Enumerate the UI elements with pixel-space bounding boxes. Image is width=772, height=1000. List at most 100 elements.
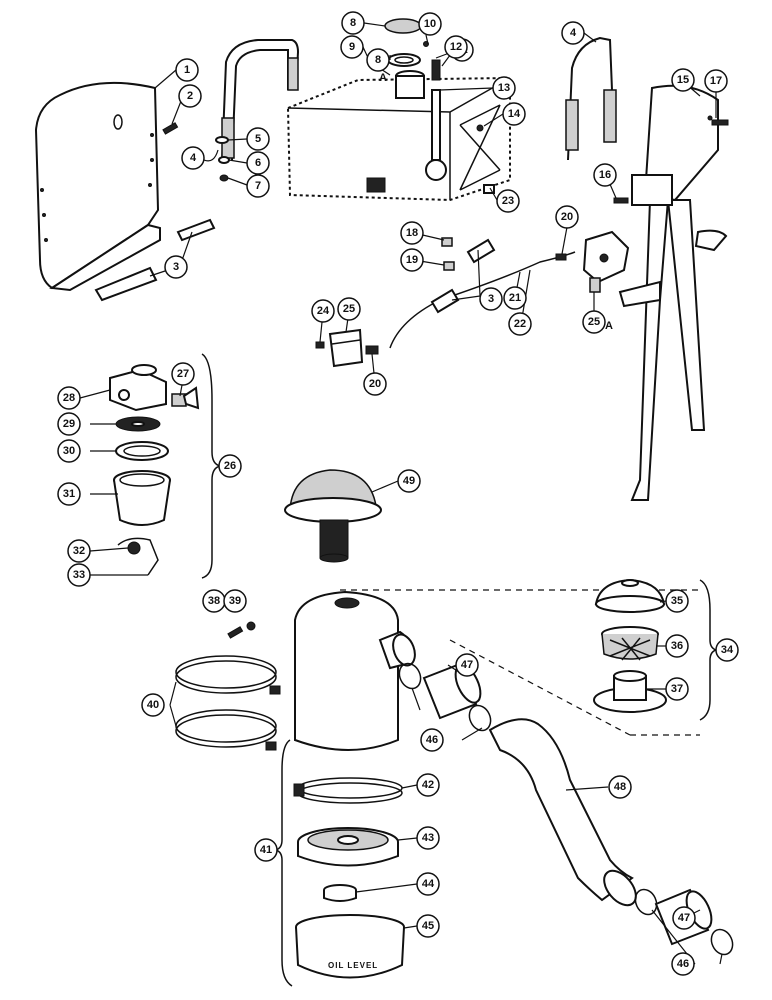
svg-text:47: 47 <box>461 659 473 671</box>
svg-text:46: 46 <box>677 958 689 970</box>
svg-text:45: 45 <box>422 920 434 932</box>
svg-text:49: 49 <box>403 475 415 487</box>
clip-19 <box>443 261 455 271</box>
callout-3b: 3 <box>479 287 503 311</box>
svg-text:1: 1 <box>184 64 190 76</box>
callout-33: 33 <box>67 563 91 587</box>
callout-31: 31 <box>57 482 81 506</box>
callout-28: 28 <box>57 386 81 410</box>
callout-20a: 20 <box>555 205 579 229</box>
callout-38: 38 <box>202 589 226 613</box>
svg-text:8: 8 <box>350 17 356 29</box>
svg-text:41: 41 <box>260 844 272 856</box>
tank-cap-gasket <box>387 53 421 67</box>
svg-text:22: 22 <box>514 318 526 330</box>
callout-44: 44 <box>416 872 440 896</box>
bolt-nut-38-39 <box>227 621 256 639</box>
svg-text:40: 40 <box>147 699 159 711</box>
svg-text:44: 44 <box>422 878 435 890</box>
svg-text:3: 3 <box>488 293 494 305</box>
svg-text:5: 5 <box>255 133 261 145</box>
svg-text:4: 4 <box>570 27 577 39</box>
svg-text:34: 34 <box>721 644 734 656</box>
callout-37: 37 <box>665 677 689 701</box>
callout-9: 9 <box>340 35 364 59</box>
pad-upper <box>176 218 216 242</box>
element-43 <box>297 827 399 867</box>
screen-36 <box>601 626 659 661</box>
callout-27: 27 <box>171 362 195 386</box>
svg-text:25: 25 <box>343 303 355 315</box>
svg-text:48: 48 <box>614 781 626 793</box>
bowl-body-28 <box>109 364 167 412</box>
svg-text:35: 35 <box>671 595 683 607</box>
callout-8a: 8A <box>366 48 390 84</box>
callout-23: 23 <box>496 189 520 213</box>
callout-3a: 3 <box>164 255 188 279</box>
svg-text:23: 23 <box>502 195 514 207</box>
svg-text:27: 27 <box>177 368 189 380</box>
leader-lines <box>79 22 723 965</box>
callout-30: 30 <box>57 439 81 463</box>
callout-45: 45 <box>416 914 440 938</box>
callout-43: 43 <box>416 826 440 850</box>
callout-47a: 47 <box>455 653 479 677</box>
pad-3c <box>430 288 460 314</box>
base-37 <box>593 670 667 713</box>
svg-text:46: 46 <box>426 734 438 746</box>
svg-text:28: 28 <box>63 392 75 404</box>
pad-lower <box>94 266 158 302</box>
fuel-tank <box>286 59 511 202</box>
svg-text:39: 39 <box>229 595 241 607</box>
callout-46a: 46 <box>420 728 444 752</box>
mounting-bands-40 <box>175 655 281 751</box>
pad-3b <box>466 238 496 264</box>
svg-text:6: 6 <box>255 157 261 169</box>
shutoff-valve-27 <box>171 386 200 410</box>
svg-text:36: 36 <box>671 640 683 652</box>
callout-47b: 47 <box>672 906 696 930</box>
svg-text:37: 37 <box>671 683 683 695</box>
callout-18: 18 <box>400 221 424 245</box>
callout-16: 16 <box>593 163 617 187</box>
clip-18 <box>441 237 453 247</box>
svg-text:7: 7 <box>255 180 261 192</box>
carburetor <box>582 230 630 293</box>
oil-level-text: OIL LEVEL <box>328 961 378 970</box>
tank-cap <box>384 18 422 34</box>
svg-text:21: 21 <box>509 292 521 304</box>
callout-26: 26 <box>218 454 242 478</box>
svg-text:A: A <box>379 72 387 84</box>
callout-35: 35 <box>665 589 689 613</box>
svg-text:38: 38 <box>208 595 220 607</box>
callout-20b: 20 <box>363 372 387 396</box>
svg-text:16: 16 <box>599 169 611 181</box>
svg-text:8: 8 <box>375 54 381 66</box>
callout-4b: 4 <box>561 21 585 45</box>
callout-19: 19 <box>400 248 424 272</box>
svg-text:43: 43 <box>422 832 434 844</box>
svg-text:47: 47 <box>678 912 690 924</box>
svg-text:18: 18 <box>406 227 418 239</box>
svg-text:42: 42 <box>422 779 434 791</box>
callout-5: 5 <box>246 127 270 151</box>
callout-15: 15 <box>671 68 695 92</box>
air-cleaner-body <box>294 590 416 751</box>
callout-41: 41 <box>254 838 278 862</box>
seat-support <box>618 84 728 501</box>
callout-25: 25 <box>337 297 361 321</box>
bolt-17 <box>711 119 729 126</box>
callout-7: 7 <box>246 174 270 198</box>
svg-text:29: 29 <box>63 418 75 430</box>
sediment-bowl-25 <box>315 328 379 368</box>
callout-12: 12 <box>444 35 468 59</box>
callout-8: 8 <box>341 11 365 35</box>
callout-2: 2 <box>178 84 202 108</box>
svg-text:17: 17 <box>710 75 722 87</box>
callout-36: 36 <box>665 634 689 658</box>
bracket-26 <box>201 353 221 579</box>
oil-cup-45: OIL LEVEL <box>295 914 405 979</box>
seat-back-cushion <box>34 81 161 292</box>
callout-39: 39 <box>223 589 247 613</box>
